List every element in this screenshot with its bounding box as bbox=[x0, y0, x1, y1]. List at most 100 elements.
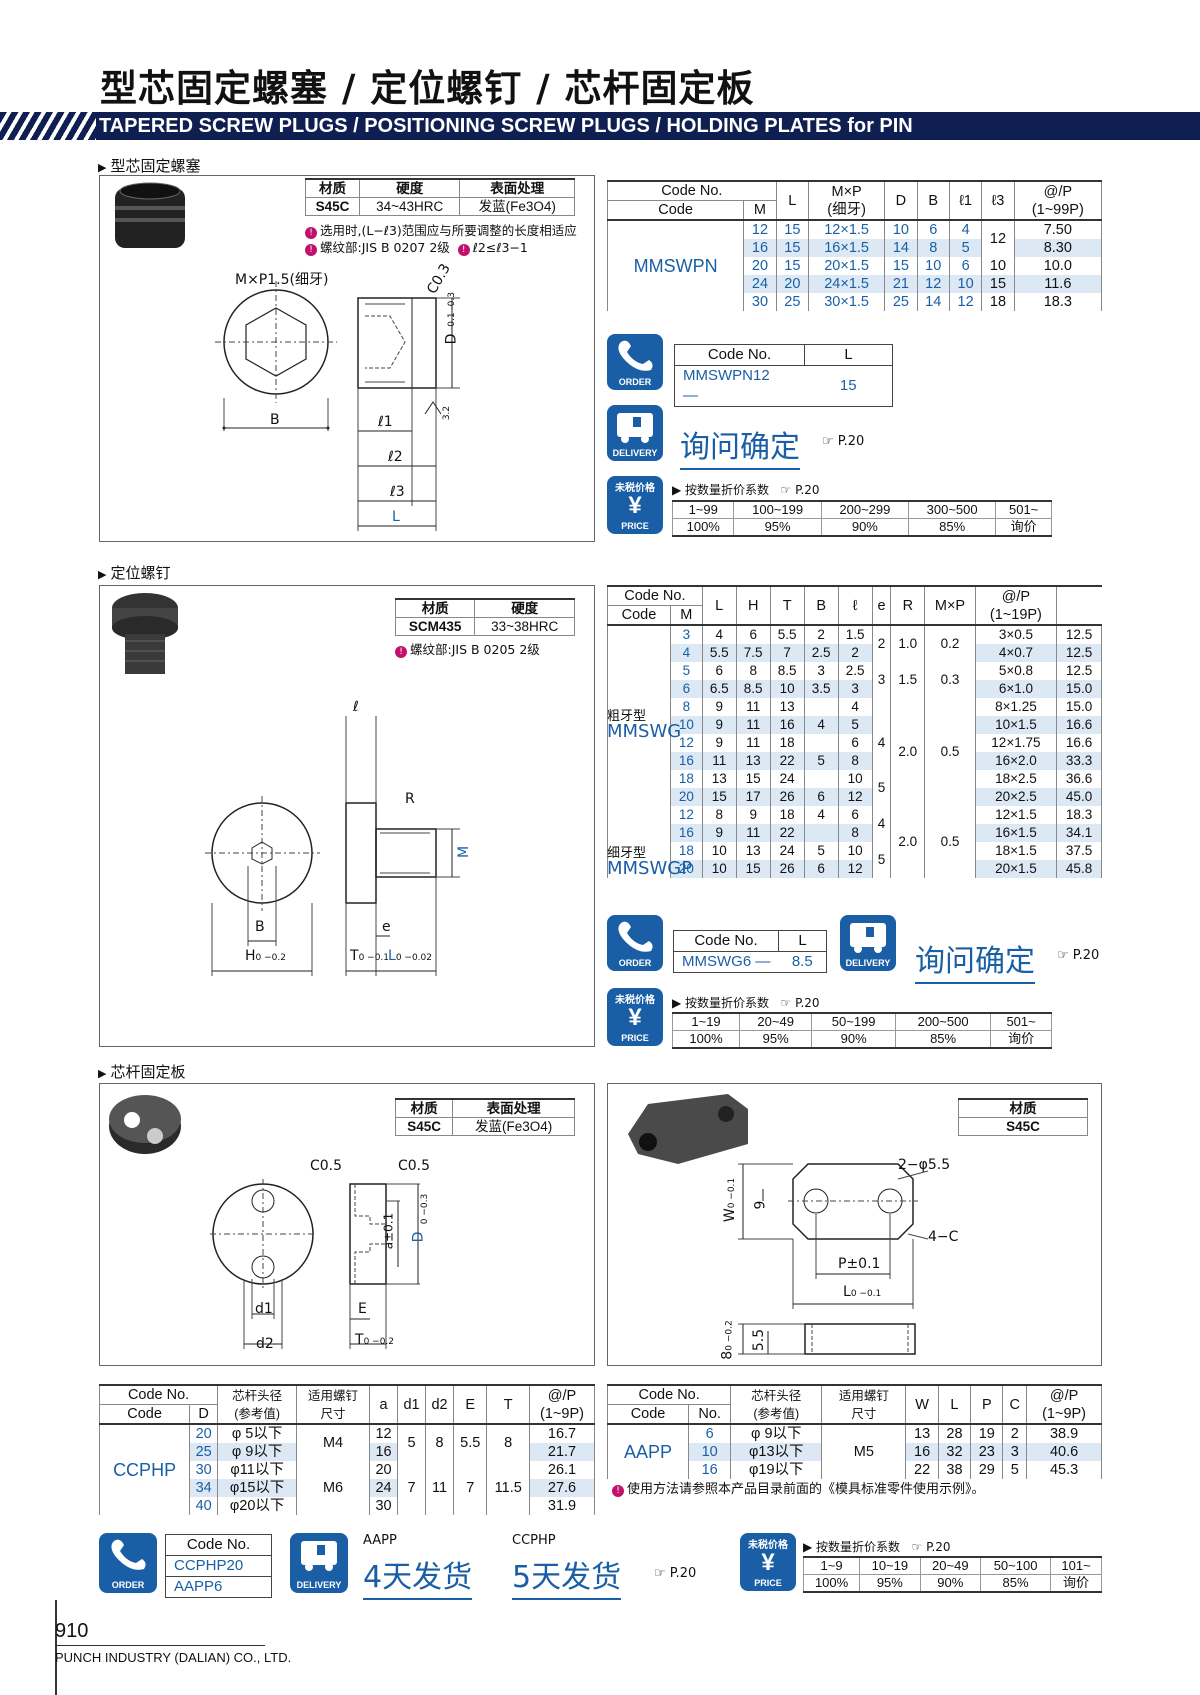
table-cell: 1.5 bbox=[890, 662, 926, 698]
col-header: d1 bbox=[397, 1385, 427, 1425]
table-cell: 6 bbox=[916, 220, 950, 239]
material-value: S45C bbox=[394, 1117, 454, 1136]
col-header: Code bbox=[98, 1404, 191, 1425]
price-icon: 未税价格¥PRICE bbox=[740, 1533, 796, 1591]
table-cell: 37.5 bbox=[1056, 842, 1102, 860]
table-cell: 16×1.5 bbox=[974, 824, 1058, 842]
table-cell: 100% bbox=[671, 518, 735, 537]
table-cell: 6 bbox=[688, 1424, 732, 1443]
table-cell: 12.5 bbox=[1056, 662, 1102, 680]
d1-label: d1 bbox=[255, 1301, 273, 1317]
table-cell: 50~100 bbox=[980, 1556, 1052, 1575]
col-header: T bbox=[769, 586, 805, 626]
table-cell: 10 bbox=[669, 716, 703, 734]
table-cell: 4 bbox=[871, 716, 892, 770]
table-cell: AAPP bbox=[606, 1424, 690, 1479]
table-cell: 24 bbox=[368, 1479, 399, 1497]
drawing-panel: M×P1.5(细牙) C0.3 D -0.1 -0.3 B ℓ1 ℓ2 ℓ3 L… bbox=[99, 175, 595, 542]
material-header: 材质 bbox=[394, 598, 476, 618]
col-header: Code bbox=[606, 200, 745, 221]
table-cell: 4×0.7 bbox=[974, 644, 1058, 662]
table-cell: 5 bbox=[871, 770, 892, 806]
table-cell: M4 bbox=[296, 1424, 370, 1461]
table-cell: 12 bbox=[948, 293, 983, 311]
table-cell: 12.5 bbox=[1056, 644, 1102, 662]
table-cell: 5×0.8 bbox=[974, 662, 1058, 680]
l-value: 8.5 bbox=[778, 951, 827, 973]
r-label: R bbox=[405, 791, 415, 807]
table-cell: 16×2.0 bbox=[974, 752, 1058, 770]
table-cell: 11 bbox=[425, 1461, 455, 1515]
order-example: Code No.L MMSWPN12 —15 bbox=[674, 344, 893, 407]
material-header: 材质 bbox=[958, 1098, 1088, 1118]
material-value: S45C bbox=[305, 197, 360, 216]
table-cell: 10 bbox=[769, 680, 805, 698]
table-cell: 5 bbox=[871, 842, 892, 878]
thread-label: M×P1.5(细牙) bbox=[235, 272, 329, 288]
table-cell: 5.5 bbox=[701, 644, 737, 662]
table-cell: 1.5 bbox=[837, 625, 873, 644]
table-cell: 11 bbox=[735, 716, 771, 734]
holding-plate-rect-drawing bbox=[628, 1094, 929, 1355]
table-cell: 8 bbox=[669, 698, 703, 716]
p-label: P±0.1 bbox=[838, 1256, 881, 1272]
col-header: Code bbox=[606, 1404, 690, 1425]
table-cell: 45.3 bbox=[1026, 1461, 1102, 1479]
table-cell: 4 bbox=[701, 625, 737, 644]
price-title: ▶ 按数量折价系数 ☞ P.20 bbox=[672, 483, 820, 497]
table-cell: 2 bbox=[871, 625, 892, 662]
table-cell: 30 bbox=[189, 1461, 219, 1479]
table-cell: 17 bbox=[735, 788, 771, 806]
page-ref[interactable]: ☞ P.20 bbox=[1057, 948, 1100, 963]
col-header: @/P(1~19P) bbox=[974, 586, 1058, 626]
order-icon: ORDER bbox=[607, 334, 663, 390]
code-header: Code No. bbox=[674, 344, 805, 366]
price-title: ▶ 按数量折价系数 ☞ P.20 bbox=[672, 996, 820, 1010]
table-cell: M5 bbox=[821, 1424, 907, 1479]
table-cell: 16 bbox=[368, 1443, 399, 1461]
table-cell: 40 bbox=[189, 1497, 219, 1515]
holding-plate-round-drawing bbox=[109, 1095, 420, 1349]
title-band bbox=[0, 112, 1200, 140]
table-cell: 8×1.25 bbox=[974, 698, 1058, 716]
table-cell: 4 bbox=[871, 806, 892, 842]
table-cell: 7 bbox=[769, 644, 805, 662]
col-header: P bbox=[970, 1385, 1004, 1425]
table-cell: 18 bbox=[769, 806, 805, 824]
col-header: Code No. bbox=[607, 181, 777, 201]
table-cell: 3 bbox=[669, 625, 703, 644]
material-value: SCM435 bbox=[394, 617, 476, 636]
table-cell: 1~19 bbox=[671, 1012, 741, 1031]
table-cell: 100% bbox=[802, 1574, 861, 1593]
table-cell: 4 bbox=[803, 806, 839, 824]
table-cell: φ19以下 bbox=[730, 1461, 823, 1479]
l-value: 15 bbox=[804, 365, 893, 407]
group-code: MMSWG bbox=[607, 721, 682, 742]
table-cell: 5 bbox=[669, 662, 703, 680]
table-cell: 7 bbox=[397, 1461, 427, 1515]
table-cell: 6 bbox=[669, 680, 703, 698]
table-cell: 12 bbox=[669, 734, 703, 752]
nine-label: 9 bbox=[752, 1200, 769, 1210]
table-cell: 21 bbox=[884, 275, 918, 293]
page-ref[interactable]: ☞ P.20 bbox=[654, 1566, 697, 1581]
h55-label: 5.5 bbox=[751, 1328, 768, 1352]
table-cell: 15 bbox=[981, 275, 1015, 293]
page-ref[interactable]: ☞ P.20 bbox=[822, 434, 865, 449]
table-cell: 9 bbox=[701, 824, 737, 842]
table-cell: 7 bbox=[453, 1461, 488, 1515]
table-cell: 18 bbox=[669, 770, 703, 788]
table-cell: 34 bbox=[189, 1479, 219, 1497]
table-cell bbox=[607, 806, 671, 878]
table-cell: 10 bbox=[837, 842, 873, 860]
